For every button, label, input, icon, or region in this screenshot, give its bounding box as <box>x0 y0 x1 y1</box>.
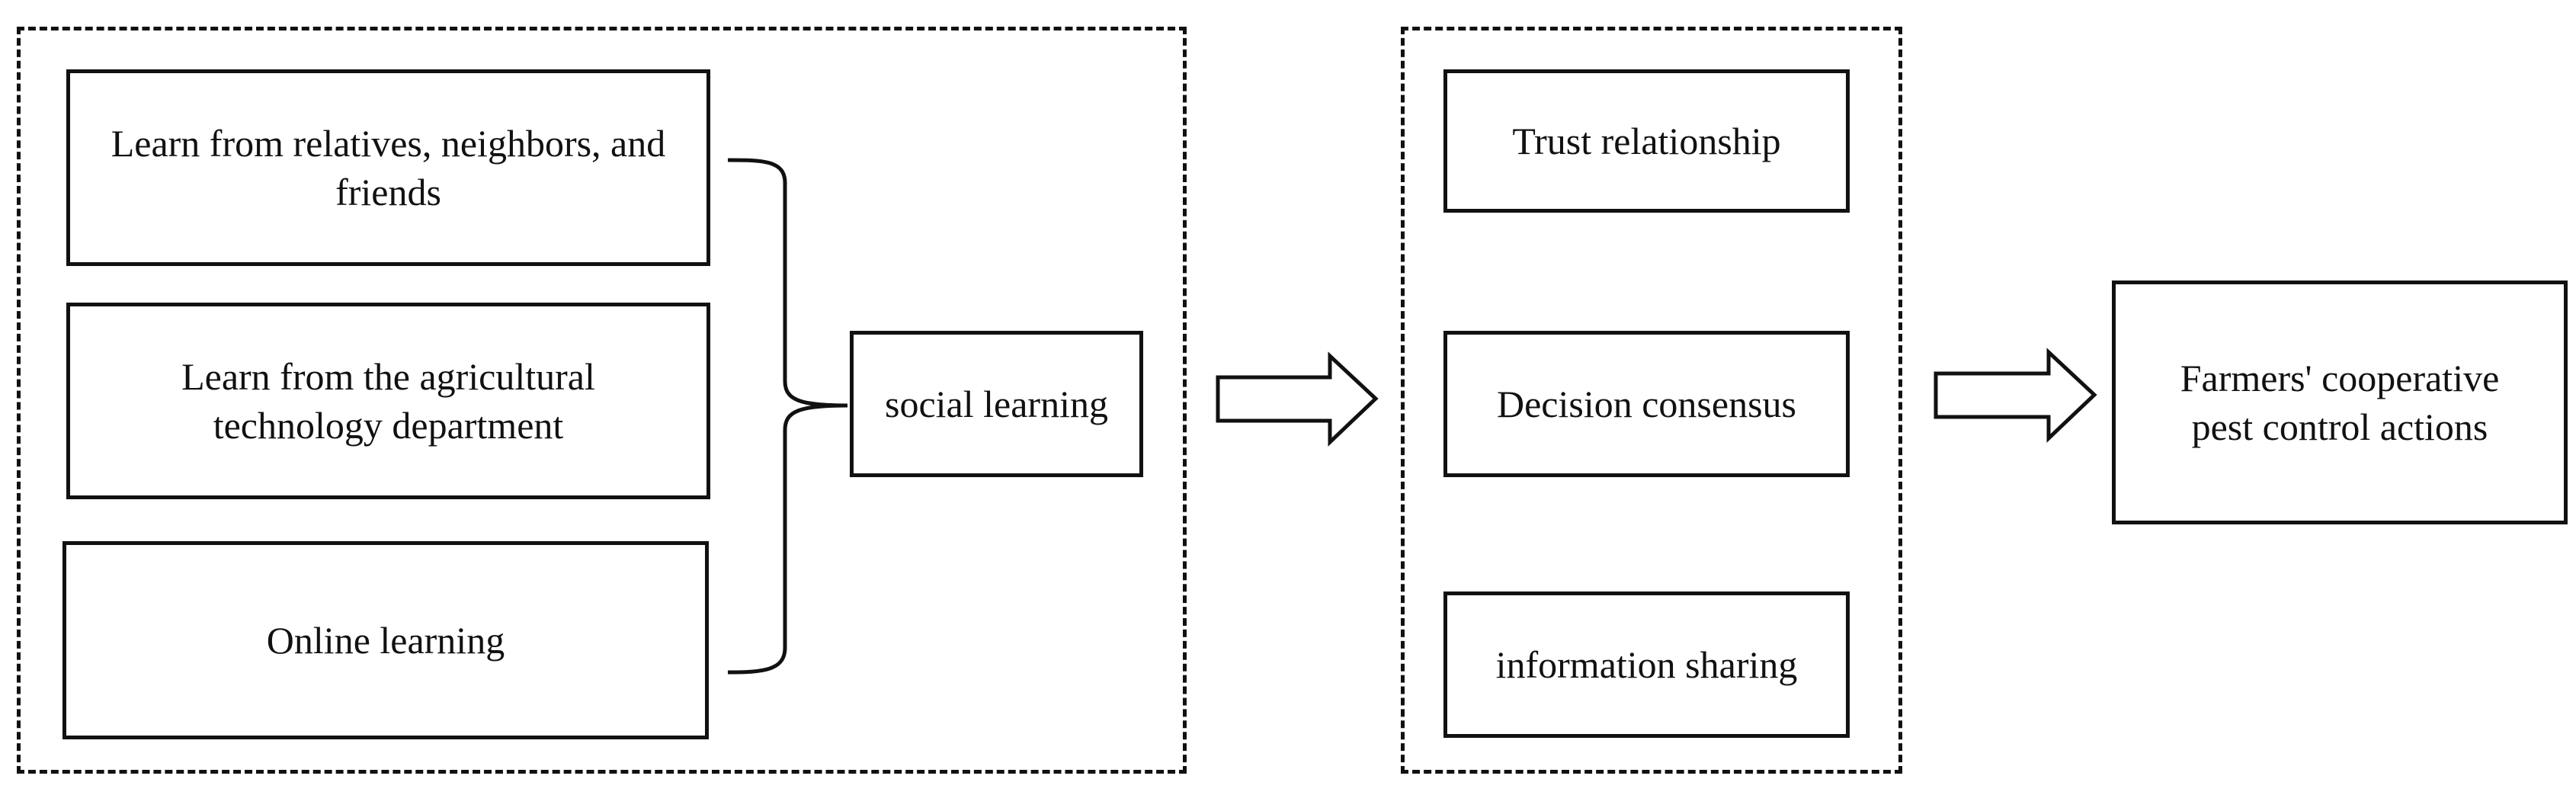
trust-relationship-box: Trust relationship <box>1443 69 1850 213</box>
information-sharing-box: information sharing <box>1443 591 1850 738</box>
mediator-group <box>1401 27 1902 774</box>
outcome-box: Farmers' cooperative pest control action… <box>2112 280 2568 524</box>
trust-relationship-label: Trust relationship <box>1512 120 1781 162</box>
social-learning-group <box>17 27 1187 774</box>
source-box-relatives: Learn from relatives, neighbors, and fri… <box>66 69 710 266</box>
right-arrow-icon <box>1216 351 1379 447</box>
social-learning-box: social learning <box>850 331 1143 477</box>
source-box-agri-department: Learn from the agricultural technology d… <box>66 303 710 499</box>
information-sharing-label: information sharing <box>1495 643 1798 686</box>
social-learning-label: social learning <box>885 383 1108 425</box>
decision-consensus-box: Decision consensus <box>1443 331 1850 477</box>
source-box-online: Online learning <box>62 541 709 739</box>
right-arrow-icon <box>1934 348 2097 443</box>
source-label-relatives: Learn from relatives, neighbors, and fri… <box>111 122 666 213</box>
decision-consensus-label: Decision consensus <box>1497 383 1796 425</box>
source-label-online: Online learning <box>266 619 505 662</box>
curly-brace-icon <box>727 158 848 675</box>
outcome-label: Farmers' cooperative pest control action… <box>2180 357 2500 448</box>
source-label-agri-department: Learn from the agricultural technology d… <box>181 355 595 447</box>
